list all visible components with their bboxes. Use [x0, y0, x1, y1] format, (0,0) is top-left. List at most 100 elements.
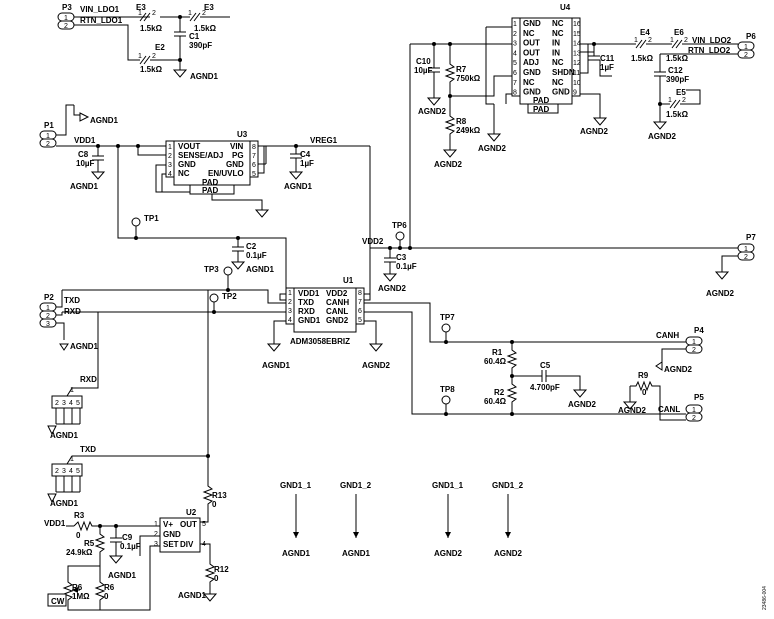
jrxd-pin1: 1: [70, 387, 74, 394]
u4-pin-left-6: 7: [513, 80, 517, 87]
p6-net1: VIN_LDO2: [692, 36, 732, 45]
u3-pad: PAD: [202, 178, 219, 187]
capacitor-c9: C9 0.1µF: [120, 533, 141, 551]
u3-pin-2: 2: [168, 153, 172, 160]
u4-label-right-0: NC: [552, 19, 564, 28]
u1-pin-1: 1: [288, 290, 292, 297]
u4-pin-left-0: 1: [513, 21, 517, 28]
ground-symbol: AGND1: [47, 493, 79, 508]
capacitor-c4: C4 1µF: [300, 150, 314, 168]
c8-ref: C8: [78, 150, 89, 159]
testpoint-tp2[interactable]: TP2: [209, 292, 237, 312]
jumper-txd[interactable]: TXD 2 3 4 5 1: [51, 445, 96, 477]
tp3-label: TP3: [204, 265, 219, 274]
agnd2-label: AGND2: [580, 127, 609, 136]
c9-ref: C9: [122, 533, 133, 542]
u2-pin-3: 3: [154, 541, 158, 548]
tp1-label: TP1: [144, 214, 159, 223]
e3b-pin2: 2: [202, 10, 206, 17]
testpoint-tp8[interactable]: TP8: [440, 385, 455, 414]
c3-ref: C3: [396, 253, 407, 262]
e5-pin1: 1: [668, 97, 672, 104]
gnd-link-4: GND1_2 AGND2: [492, 481, 524, 558]
ground-symbol: AGND2: [648, 104, 677, 141]
capacitor-c3: C3 0.1µF: [396, 253, 417, 271]
r6b-ref: R6: [104, 583, 115, 592]
jtxd-pin3: 3: [62, 468, 66, 475]
r6a-value: 1MΩ: [72, 592, 90, 601]
u4-label-left-4: ADJ: [523, 58, 539, 67]
c11-ref: C11: [600, 54, 615, 63]
u3-pin-1: 1: [168, 144, 172, 151]
testpoint-tp1[interactable]: TP1: [131, 214, 159, 238]
ferrite-e3b: E3 1 2 1.5kΩ: [188, 3, 217, 33]
agnd2-label: AGND2: [378, 284, 407, 293]
u4-pin-left-5: 6: [513, 70, 517, 77]
u3-pin-6: 6: [252, 162, 256, 169]
ferrite-e6: E6 1 2 1.5kΩ: [666, 28, 689, 63]
u4-pin-right-3: 13: [573, 50, 581, 57]
figure-id: 23486-004: [762, 586, 768, 610]
p1-pin2: 2: [46, 141, 50, 148]
u4-pad-bottom: PAD: [533, 105, 550, 114]
jrxd-pin2: 2: [55, 400, 59, 407]
agnd2-label: AGND2: [478, 144, 507, 153]
agnd1-label: AGND1: [108, 571, 137, 580]
e3b-pin1: 1: [188, 10, 192, 17]
u3-label-pg: PG: [232, 151, 244, 160]
gndlink1-top: GND1_1: [280, 481, 312, 490]
jtxd-pin4: 4: [69, 468, 73, 475]
testpoint-tp7[interactable]: TP7: [440, 313, 455, 342]
testpoint-tp6[interactable]: TP6: [392, 221, 407, 248]
e3b-ref: E3: [204, 3, 214, 12]
e3a-pin1: 1: [138, 10, 142, 17]
u1-label-canl: CANL: [326, 307, 348, 316]
u4-ref: U4: [560, 3, 571, 12]
p4-pin2: 2: [692, 347, 696, 354]
e2-value: 1.5kΩ: [140, 65, 163, 74]
p2-txd: TXD: [64, 296, 80, 305]
c4-value: 1µF: [300, 159, 314, 168]
r8-ref: R8: [456, 117, 467, 126]
u1-pin-6: 6: [358, 308, 362, 315]
c2-ref: C2: [246, 242, 257, 251]
gnd-link-2: GND1_2 AGND1: [340, 481, 372, 558]
cw-label: CW: [51, 597, 65, 606]
p2-pin1: 1: [46, 305, 50, 312]
r2-value: 60.4Ω: [484, 397, 507, 406]
p2-pin2: 2: [46, 313, 50, 320]
ferrite-e4: E4 1 2 1.5kΩ: [631, 28, 654, 63]
p3-ref: P3: [62, 3, 72, 12]
p3-net2: RTN_LDO1: [80, 16, 123, 25]
testpoint-tp3[interactable]: TP3: [204, 265, 233, 290]
ground-symbol: AGND2: [706, 271, 735, 298]
resistor-r5: R5 24.9kΩ: [66, 539, 95, 557]
e2-pin1: 1: [138, 53, 142, 60]
c11-value: 1µF: [600, 63, 614, 72]
p6-pin2: 2: [744, 52, 748, 59]
capacitor-c12: C12 390pF: [666, 66, 689, 84]
tp7-label: TP7: [440, 313, 455, 322]
u4-label-right-3: IN: [552, 48, 560, 57]
jumper-rxd[interactable]: RXD 2 3 4 5 1: [51, 375, 97, 409]
c12-ref: C12: [668, 66, 683, 75]
gndlink4-bottom: AGND2: [494, 549, 523, 558]
r2-ref: R2: [494, 388, 505, 397]
r9-value: 0: [642, 388, 647, 397]
ground-symbol: AGND1: [262, 343, 291, 370]
r5-value: 24.9kΩ: [66, 548, 93, 557]
ground-symbol: AGND2: [434, 149, 463, 169]
e4-value: 1.5kΩ: [631, 54, 654, 63]
u4-pin-right-0: 16: [573, 21, 581, 28]
ground-symbol: AGND2: [618, 401, 647, 415]
u3-pad-bottom: PAD: [202, 186, 219, 195]
u4-pin-right-1: 15: [573, 31, 581, 38]
agnd1-label: AGND1: [190, 72, 219, 81]
resistor-r13: R13 0: [212, 491, 227, 509]
ic-u2: U2 1 2 3 5 4 V+ GND SET OUT DIV: [154, 508, 206, 553]
u2-label-gnd: GND: [163, 530, 181, 539]
ferrite-e2: E2 1 2 1.5kΩ: [138, 43, 165, 74]
p2-ref: P2: [44, 293, 54, 302]
p3-pin1: 1: [64, 15, 68, 22]
